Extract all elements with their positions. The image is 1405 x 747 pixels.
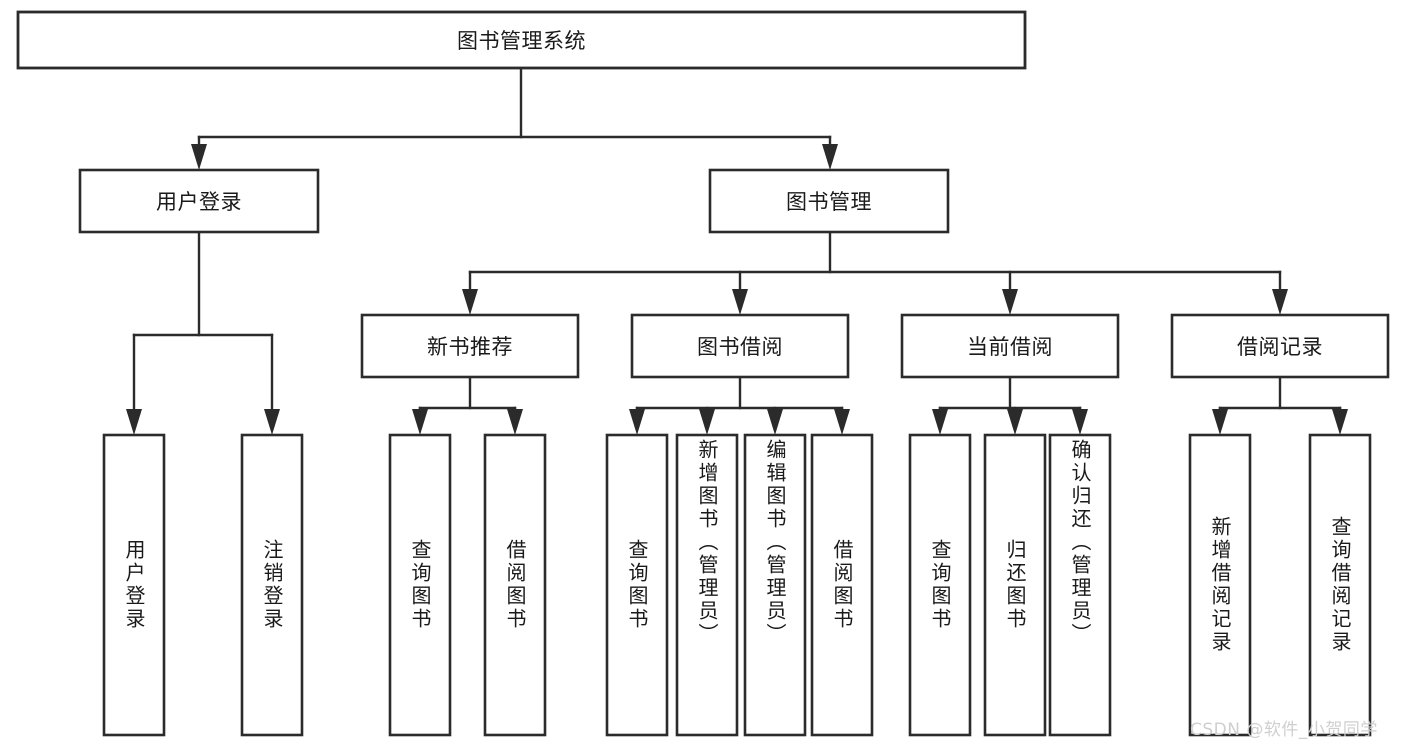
node-box-leaf-query-record[interactable] xyxy=(1308,433,1372,737)
node-box-leaf-confirm-return[interactable] xyxy=(1048,433,1112,737)
node-box-book-borrow[interactable] xyxy=(630,313,850,379)
arrowhead-book-borrow xyxy=(732,289,748,315)
arrowhead-leaf-add-record xyxy=(1212,409,1228,435)
edge-group-root xyxy=(191,66,838,170)
edge-group-book-borrow xyxy=(629,375,850,435)
edge-group-current-borrow xyxy=(932,375,1088,435)
node-box-root[interactable] xyxy=(16,10,1027,70)
node-box-leaf-add-record[interactable] xyxy=(1188,433,1252,737)
arrowhead-leaf-query-record xyxy=(1332,409,1348,435)
node-box-leaf-query-book-2[interactable] xyxy=(605,433,669,737)
node-box-leaf-edit-book[interactable] xyxy=(743,433,807,737)
arrowhead-user-login xyxy=(191,144,207,170)
arrowhead-leaf-logout xyxy=(264,409,280,435)
arrowhead-leaf-borrow-book-1 xyxy=(507,409,523,435)
node-box-leaf-borrow-book-2[interactable] xyxy=(810,433,874,737)
arrowhead-leaf-query-book-1 xyxy=(412,409,428,435)
node-box-leaf-query-book-1[interactable] xyxy=(388,433,452,737)
node-box-user-login[interactable] xyxy=(78,168,320,234)
arrowhead-leaf-edit-book xyxy=(767,409,783,435)
arrowhead-borrow-record xyxy=(1272,289,1288,315)
arrowhead-new-book-rec xyxy=(462,289,478,315)
arrowhead-current-borrow xyxy=(1002,289,1018,315)
edge-group-borrow-record xyxy=(1212,375,1348,435)
node-box-leaf-add-book[interactable] xyxy=(675,433,739,737)
node-box-leaf-return-book[interactable] xyxy=(983,433,1047,737)
edge-group-user-login xyxy=(126,230,280,435)
edge-group-new-book-rec xyxy=(412,375,523,435)
arrowhead-leaf-user-login xyxy=(126,409,142,435)
arrowhead-leaf-add-book xyxy=(699,409,715,435)
node-box-borrow-record[interactable] xyxy=(1170,313,1390,379)
arrowhead-leaf-query-book-3 xyxy=(932,409,948,435)
edge-group-book-manage xyxy=(462,230,1288,315)
node-box-leaf-logout[interactable] xyxy=(240,433,304,737)
arrowhead-leaf-query-book-2 xyxy=(629,409,645,435)
node-box-leaf-user-login[interactable] xyxy=(102,433,166,737)
node-box-new-book-rec[interactable] xyxy=(360,313,580,379)
arrowhead-leaf-return-book xyxy=(1007,409,1023,435)
arrowhead-book-manage xyxy=(822,144,838,170)
node-box-book-manage[interactable] xyxy=(708,168,950,234)
node-box-leaf-query-book-3[interactable] xyxy=(908,433,972,737)
arrowhead-leaf-borrow-book-2 xyxy=(834,409,850,435)
arrowhead-leaf-confirm-return xyxy=(1072,409,1088,435)
node-box-current-borrow[interactable] xyxy=(900,313,1120,379)
node-box-leaf-borrow-book-1[interactable] xyxy=(483,433,547,737)
